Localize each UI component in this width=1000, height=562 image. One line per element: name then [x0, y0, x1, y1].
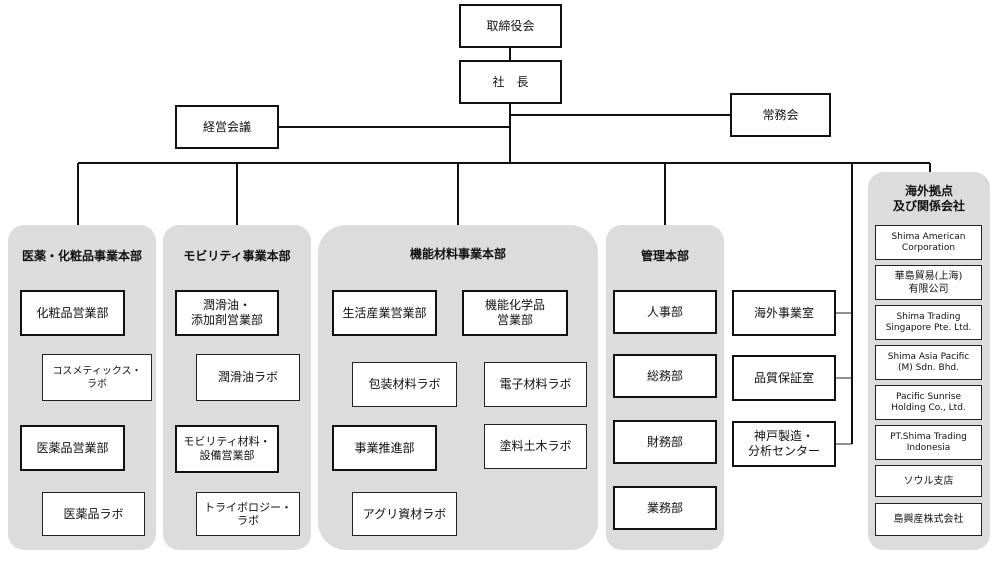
business-promotion-dept: 事業推進部	[332, 425, 437, 471]
overseas-company: PT.Shima Trading Indonesia	[875, 425, 982, 460]
lubricant-sales-dept: 潤滑油・ 添加剤営業部	[175, 290, 279, 336]
overseas-company: Shima American Corporation	[875, 225, 982, 260]
mobility-division-title: モビリティ事業本部	[183, 249, 291, 263]
hr-dept: 人事部	[613, 290, 717, 334]
life-industry-sales-dept: 生活産業営業部	[332, 290, 437, 336]
management-meeting-box: 経営会議	[175, 105, 279, 149]
pharma-lab: 医薬品ラボ	[42, 492, 145, 536]
overseas-business-office: 海外事業室	[732, 290, 836, 336]
admin-division-title: 管理本部	[640, 249, 689, 263]
functional-division-title: 機能材料事業本部	[409, 247, 506, 261]
tribology-lab: トライボロジー・ ラボ	[196, 492, 300, 536]
pharma-division-title: 医薬・化粧品事業本部	[21, 249, 142, 263]
finance-dept: 財務部	[613, 420, 717, 464]
quality-assurance-office: 品質保証室	[732, 355, 836, 401]
agri-materials-lab: アグリ資材ラボ	[352, 492, 457, 536]
board-of-directors-box: 取締役会	[459, 4, 562, 48]
mobility-materials-sales-dept: モビリティ材料・ 設備営業部	[175, 425, 279, 473]
coating-civil-lab: 塗料土木ラボ	[484, 424, 587, 469]
overseas-title: 海外拠点 及び関係会社	[892, 184, 965, 213]
president-box: 社 長	[459, 60, 562, 104]
lubricant-lab: 潤滑油ラボ	[196, 354, 300, 401]
operations-dept: 業務部	[613, 486, 717, 530]
functional-chemicals-sales-dept: 機能化学品 営業部	[462, 290, 568, 336]
overseas-company: Shima Asia Pacific (M) Sdn. Bhd.	[875, 345, 982, 380]
electronic-materials-lab: 電子材料ラボ	[484, 362, 587, 407]
overseas-company: 島興産株式会社	[875, 503, 982, 536]
executive-meeting-box: 常務会	[730, 93, 831, 137]
pharma-sales-dept: 医薬品営業部	[20, 425, 125, 471]
general-affairs-dept: 総務部	[613, 354, 717, 398]
overseas-company: ソウル支店	[875, 465, 982, 497]
overseas-company: 華島貿易(上海) 有限公司	[875, 265, 982, 300]
packaging-lab: 包装材料ラボ	[352, 362, 457, 407]
overseas-company: Pacific Sunrise Holding Co., Ltd.	[875, 385, 982, 420]
cosmetics-sales-dept: 化粧品営業部	[20, 290, 125, 336]
cosmetics-lab: コスメティックス・ ラボ	[42, 354, 152, 401]
overseas-company: Shima Trading Singapore Pte. Ltd.	[875, 305, 982, 340]
kobe-manufacturing-analysis-center: 神戸製造・ 分析センター	[732, 421, 836, 467]
